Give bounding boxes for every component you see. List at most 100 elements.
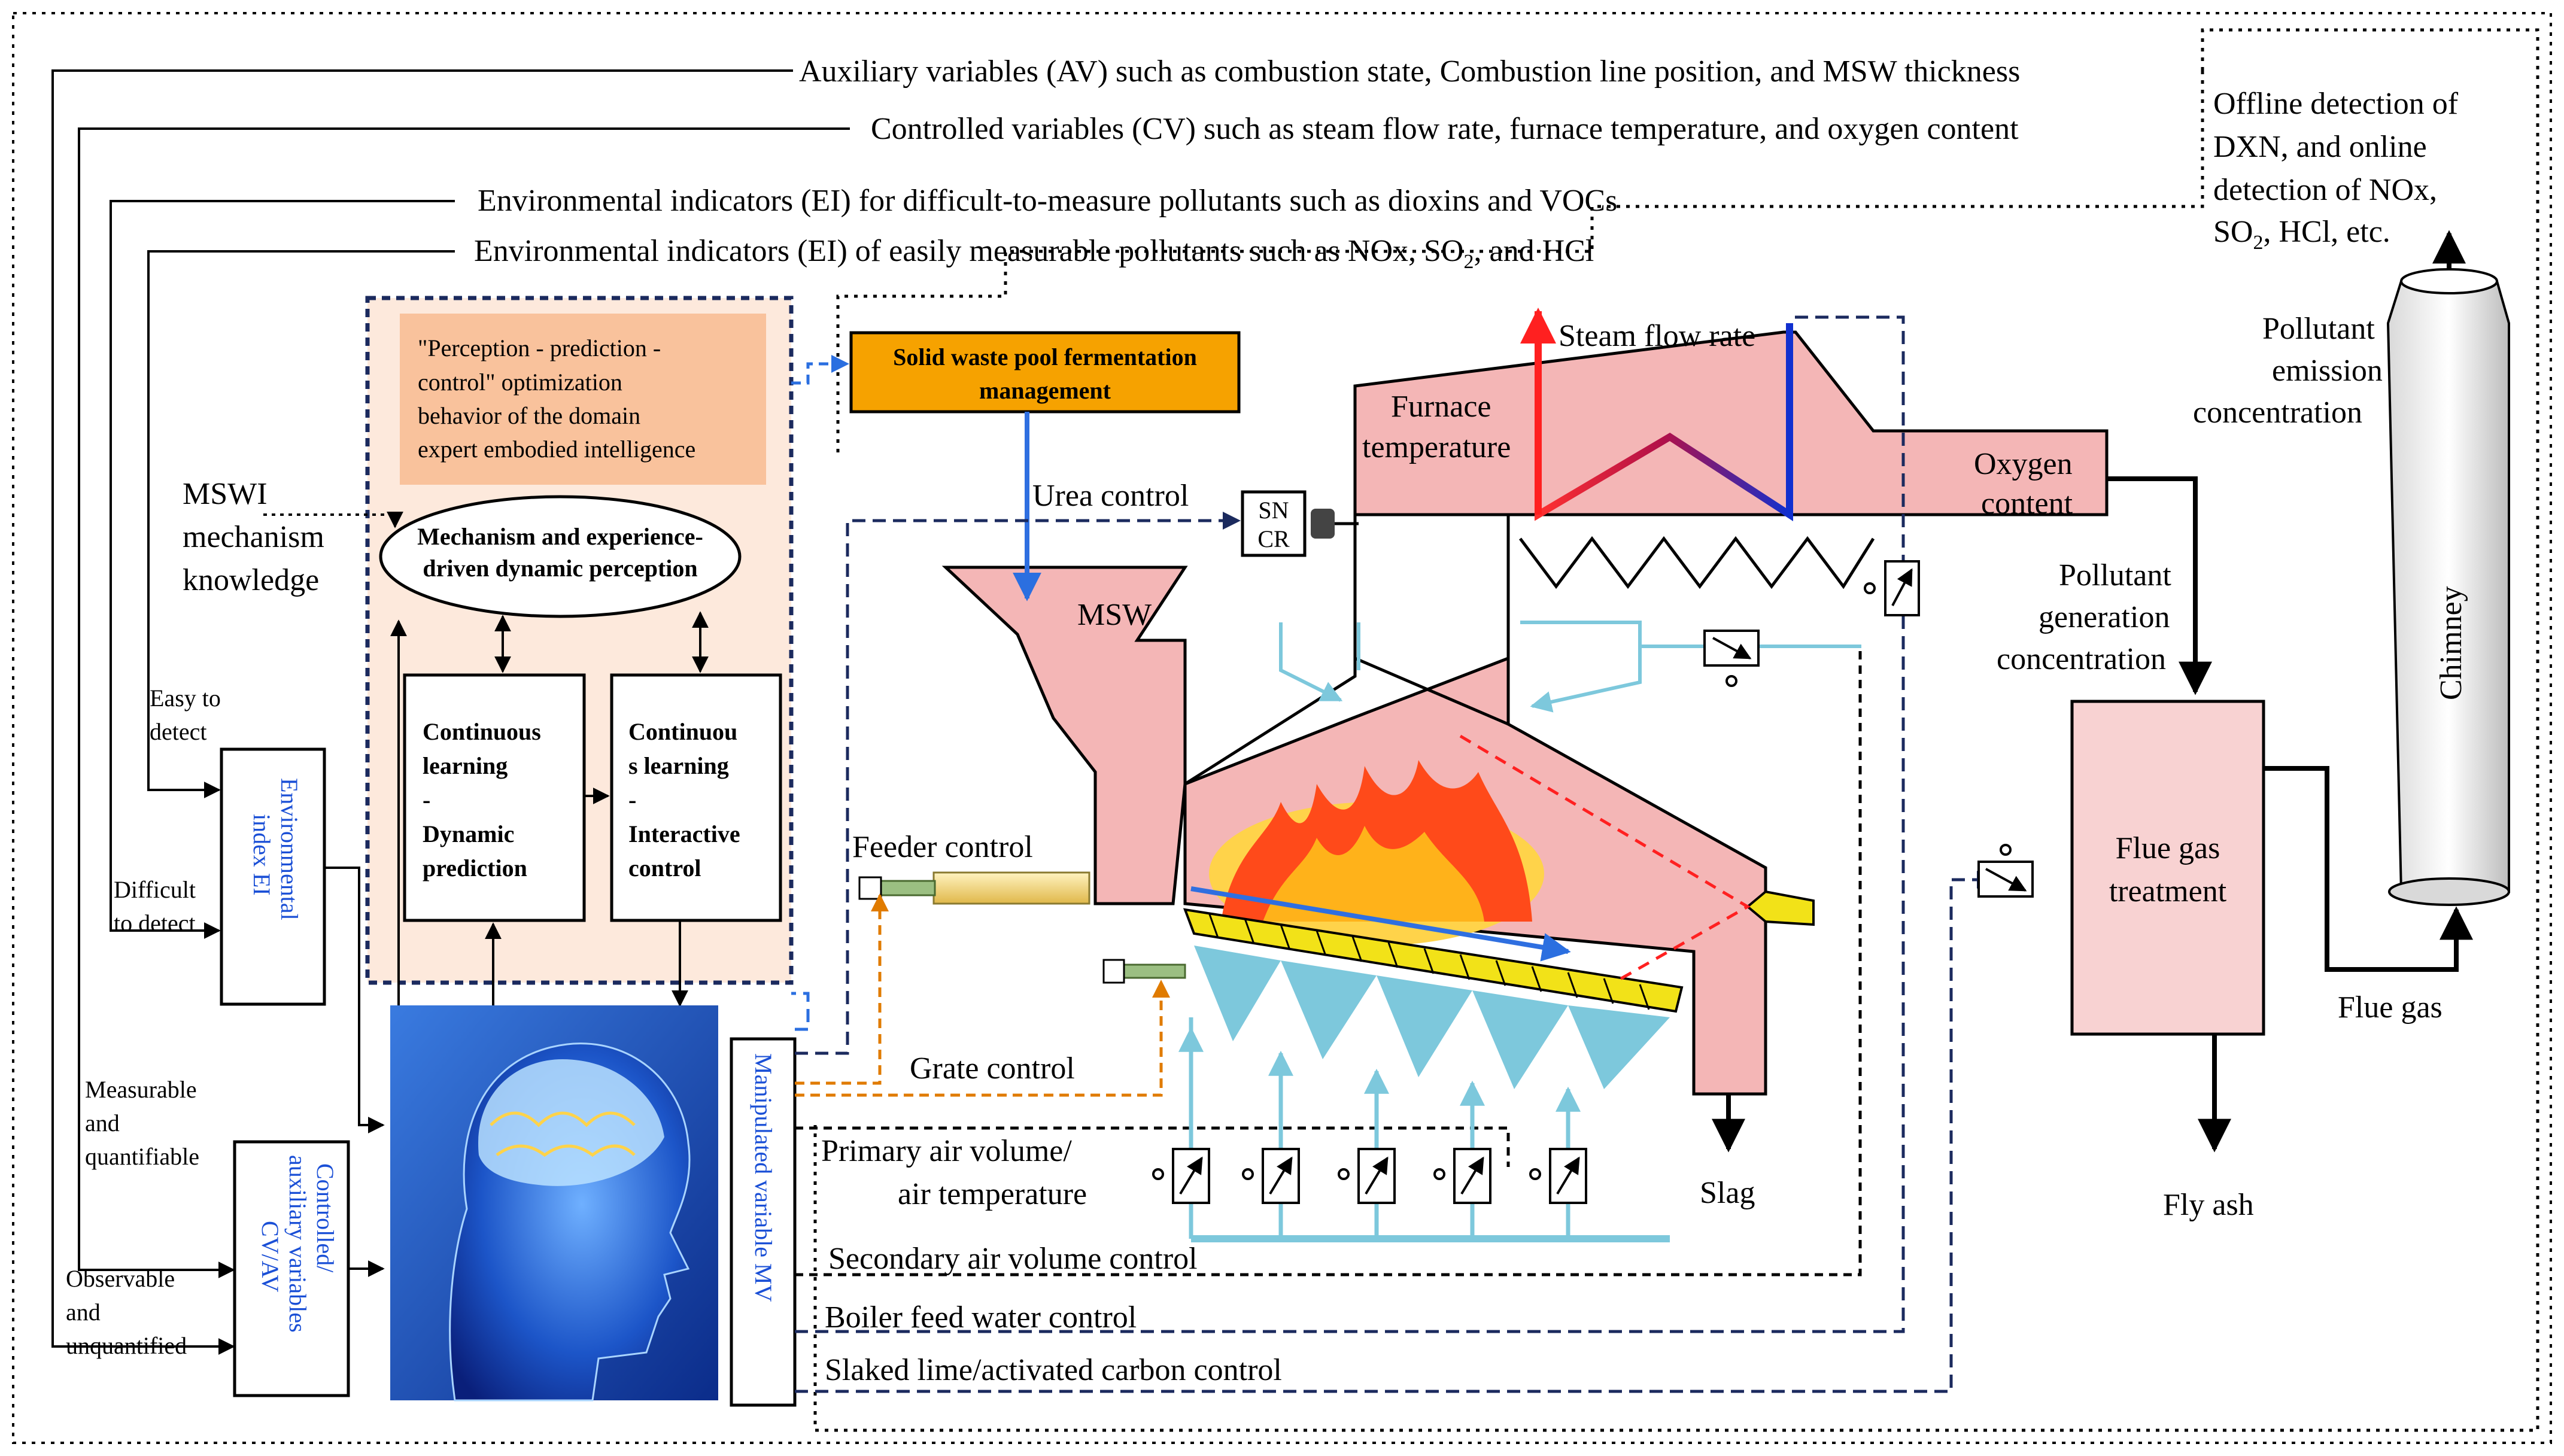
offline-line3: detection of NOx,	[2213, 173, 2437, 207]
offline-so: SO	[2213, 215, 2253, 249]
primary-valve-icon-2	[1242, 1148, 1300, 1204]
ei-easy-tail: , and HCl	[1474, 234, 1594, 268]
control-line3: -	[628, 786, 636, 813]
optimization-line2: control" optimization	[418, 369, 622, 396]
oxygen-line1: Oxygen	[1974, 447, 2073, 481]
mechanism-line3: knowledge	[183, 563, 319, 597]
furnace-temp-line1: Furnace	[1391, 390, 1491, 424]
control-line1: Continuou	[628, 718, 737, 745]
sncr-line2: CR	[1257, 525, 1290, 552]
emission-line2: emission	[2272, 354, 2383, 388]
pollutant-gen-line2: generation	[2039, 600, 2170, 634]
chimney-label: Chimney	[2434, 586, 2468, 700]
perception-ellipse	[379, 495, 742, 618]
difficult-line1: Difficult	[114, 876, 196, 903]
flue-gas-label: Flue gas	[2338, 990, 2443, 1025]
offline-so-subscript: 2	[2253, 232, 2263, 254]
pollutant-gen-line3: concentration	[1997, 642, 2166, 676]
camera-sightline	[1459, 734, 1751, 983]
fly-ash-label: Fly ash	[2163, 1188, 2254, 1222]
slag-label: Slag	[1700, 1176, 1755, 1210]
chimney-bottom	[2388, 877, 2510, 906]
control-line2: s learning	[628, 752, 729, 779]
cvav-box	[233, 1140, 350, 1397]
ei-box-line2: index EI	[248, 814, 275, 896]
observable-line1: Observable	[66, 1265, 175, 1292]
input-arrows	[324, 867, 385, 1277]
slaked-label: Slaked lime/activated carbon control	[825, 1353, 1282, 1387]
measurable-line2: and	[85, 1110, 120, 1136]
fermentation-line2: management	[979, 377, 1111, 404]
valve-icons	[1152, 560, 2034, 1204]
oxygen-line2: content	[1981, 487, 2073, 521]
mv-box-label: Manipulated variable MV	[750, 1053, 777, 1302]
cvav-box-line2: auxiliary variables	[284, 1155, 311, 1333]
prediction-line2: learning	[423, 752, 508, 779]
observable-line2: and	[66, 1299, 101, 1326]
cv-signal-label: Controlled variables (CV) such as steam …	[871, 112, 2019, 146]
offline-link-path	[836, 71, 2204, 455]
boiler-valve-icon	[1864, 560, 1920, 616]
chimney-top	[2400, 268, 2498, 294]
fermentation-box	[849, 331, 1241, 414]
grate-hatching	[1208, 912, 1650, 1010]
secondary-label: Secondary air volume control	[828, 1242, 1198, 1276]
control-line4: Interactive	[628, 820, 740, 847]
grate	[1183, 908, 1684, 1013]
flue-treat-line2: treatment	[2109, 874, 2227, 908]
optimization-line4: expert embodied intelligence	[418, 436, 695, 463]
steam-label: Steam flow rate	[1559, 319, 1755, 353]
control-box	[610, 673, 782, 922]
ei-box	[220, 747, 326, 1006]
primary-valve-icon-4	[1433, 1148, 1491, 1204]
chimney-feed-path	[2264, 766, 2473, 972]
av-signal-label: Auxiliary variables (AV) such as combust…	[799, 54, 2020, 89]
feeder-ram	[932, 871, 1090, 905]
boiler-label: Boiler feed water control	[825, 1300, 1137, 1335]
prediction-line3: -	[423, 786, 430, 813]
optimization-line3: behavior of the domain	[418, 402, 640, 429]
measurable-line1: Measurable	[85, 1076, 197, 1103]
ei-hard-signal-label: Environmental indicators (EI) for diffic…	[478, 184, 1617, 218]
flue-valve-icon	[1977, 844, 2034, 898]
ei-easy-subscript: 2	[1464, 251, 1474, 273]
primary-valve-icon-5	[1529, 1148, 1587, 1204]
mv-box	[730, 1037, 797, 1407]
intelligence-arrows	[390, 611, 709, 1007]
ei-box-line1: Environmental	[276, 778, 303, 920]
easy-line2: detect	[150, 718, 207, 745]
air-hoppers	[1194, 946, 1670, 1089]
secondary-valve-icon	[1703, 630, 1760, 687]
emission-line1: Pollutant	[2262, 312, 2375, 346]
measurable-line3: quantifiable	[85, 1143, 199, 1170]
grate-actuator-cap	[1102, 959, 1125, 984]
optimization-box	[400, 314, 766, 485]
hopper	[941, 566, 1188, 905]
ei-easy-signal-label: Environmental indicators (EI) of easily …	[474, 234, 1594, 273]
sncr-box	[1241, 490, 1307, 557]
primary-line1: Primary air volume/	[821, 1134, 1072, 1168]
mechanism-line1: MSWI	[183, 477, 268, 511]
feeder-cap	[858, 876, 882, 900]
prediction-line1: Continuous	[423, 718, 541, 745]
urea-label: Urea control	[1032, 479, 1189, 513]
flue-treat-line1: Flue gas	[2116, 831, 2220, 865]
optimization-line1: "Perception - prediction -	[418, 335, 661, 361]
offline-line2: DXN, and online	[2213, 130, 2427, 164]
msw-label: MSW	[1077, 598, 1152, 632]
observable-line3: unquantified	[66, 1332, 187, 1359]
signal-lines	[51, 69, 850, 1355]
furnace-temp-line2: temperature	[1362, 430, 1511, 464]
boiler-zigzag	[1519, 536, 1875, 589]
emission-line3: concentration	[2193, 396, 2362, 430]
combustion-arrow	[1190, 886, 1571, 962]
mechanism-arrow	[263, 511, 403, 528]
primary-valve-icon-1	[1152, 1148, 1210, 1204]
prediction-line5: prediction	[423, 855, 527, 881]
brain-icon	[449, 1042, 691, 1402]
flue-treatment-box	[2070, 700, 2265, 1036]
offline-detection-path	[813, 28, 2539, 1432]
offline-line1: Offline detection of	[2213, 87, 2459, 121]
